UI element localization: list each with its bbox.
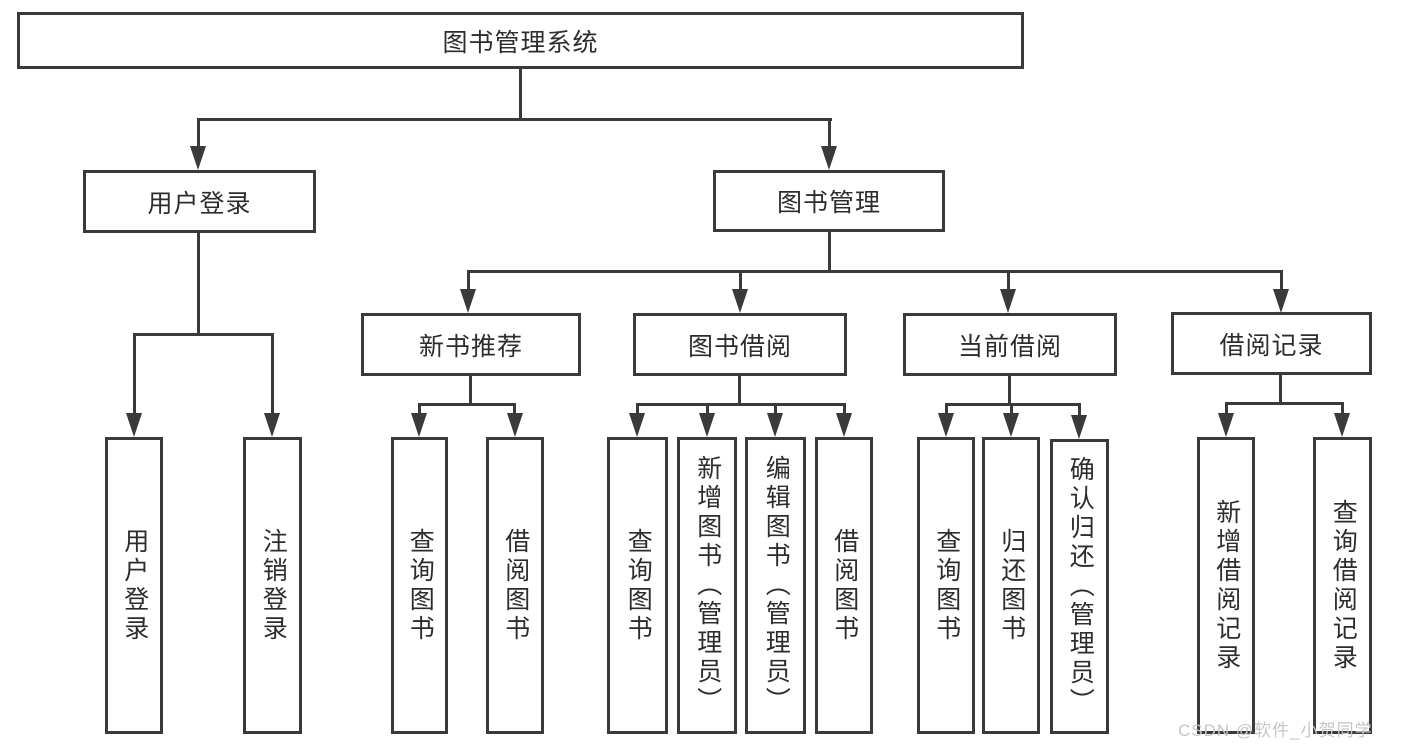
connector-line <box>1010 403 1013 415</box>
arrow-down-icon <box>507 413 523 437</box>
connector-line <box>1007 270 1010 292</box>
arrow-down-icon <box>1273 289 1289 313</box>
connector-line <box>1078 403 1081 415</box>
arrow-down-icon <box>767 413 783 437</box>
connector-line <box>133 333 136 415</box>
node-confirm-return-admin: 确认归还（管理员） <box>1050 439 1109 734</box>
node-label: 查询图书 <box>406 527 435 644</box>
watermark: CSDN @软件_小贺同学 <box>1178 721 1373 740</box>
arrow-down-icon <box>126 413 142 437</box>
connector-line <box>739 270 742 292</box>
arrow-down-icon <box>460 289 476 313</box>
node-query-books-1: 查询图书 <box>391 437 448 734</box>
connector-line <box>467 270 1283 273</box>
arrow-down-icon <box>1071 415 1087 439</box>
connector-line <box>945 403 948 415</box>
node-add-book-admin: 新增图书（管理员） <box>677 437 737 734</box>
node-label: 新书推荐 <box>418 332 523 361</box>
node-current-borrowing: 当前借阅 <box>903 313 1117 376</box>
node-library-management-system: 图书管理系统 <box>17 12 1024 69</box>
connector-line <box>197 118 832 121</box>
node-borrow-books-1: 借阅图书 <box>486 437 544 734</box>
node-label: 查询借阅记录 <box>1329 498 1358 673</box>
node-label: 图书借阅 <box>687 332 792 361</box>
node-label: 图书管理系统 <box>442 28 599 57</box>
connector-line <box>1008 376 1011 405</box>
arrow-down-icon <box>1334 413 1350 437</box>
arrow-down-icon <box>1000 289 1016 313</box>
connector-line <box>418 403 421 415</box>
connector-line <box>197 118 200 148</box>
connector-line <box>1341 402 1344 415</box>
arrow-down-icon <box>190 146 206 170</box>
connector-line <box>738 376 741 405</box>
connector-line <box>843 403 846 415</box>
connector-line <box>197 233 200 336</box>
node-label: 归还图书 <box>997 527 1026 644</box>
node-book-borrowing: 图书借阅 <box>633 313 847 376</box>
connector-line <box>467 270 470 292</box>
connector-line <box>133 333 273 336</box>
node-label: 图书管理 <box>776 189 881 217</box>
arrow-down-icon <box>821 146 837 170</box>
node-label: 编辑图书（管理员） <box>762 455 791 716</box>
node-label: 借阅记录 <box>1219 331 1324 360</box>
connector-line <box>636 403 844 406</box>
connector-line <box>636 403 639 415</box>
arrow-down-icon <box>264 413 280 437</box>
node-label: 查询图书 <box>932 527 961 644</box>
connector-line <box>774 403 777 415</box>
node-user-login-branch: 用户登录 <box>83 170 316 233</box>
node-label: 新增图书（管理员） <box>693 455 722 716</box>
connector-line <box>706 403 709 415</box>
node-label: 用户登录 <box>120 527 149 644</box>
connector-line <box>469 376 472 405</box>
node-user-login: 用户登录 <box>105 437 163 734</box>
node-new-book-recommendation: 新书推荐 <box>361 313 581 376</box>
node-label: 查询图书 <box>624 527 653 644</box>
connector-line <box>513 403 516 415</box>
node-logout: 注销登录 <box>243 437 302 734</box>
node-label: 用户登录 <box>147 189 252 218</box>
arrow-down-icon <box>411 413 427 437</box>
node-label: 借阅图书 <box>830 527 859 644</box>
arrow-down-icon <box>732 289 748 313</box>
node-edit-book-admin: 编辑图书（管理员） <box>745 437 806 734</box>
node-query-books-2: 查询图书 <box>607 437 668 734</box>
node-borrow-books-2: 借阅图书 <box>815 437 873 734</box>
node-return-book: 归还图书 <box>982 437 1040 734</box>
node-borrowing-records: 借阅记录 <box>1171 312 1372 375</box>
node-add-borrow-record: 新增借阅记录 <box>1197 437 1255 734</box>
node-label: 注销登录 <box>259 527 288 644</box>
connector-line <box>1279 375 1282 405</box>
node-book-management: 图书管理 <box>713 170 945 232</box>
connector-line <box>519 69 522 120</box>
node-label: 新增借阅记录 <box>1212 498 1241 673</box>
node-query-borrow-record: 查询借阅记录 <box>1313 437 1372 734</box>
connector-line <box>1225 402 1343 405</box>
node-label: 确认归还（管理员） <box>1066 456 1095 717</box>
arrow-down-icon <box>836 413 852 437</box>
arrow-down-icon <box>699 413 715 437</box>
connector-line <box>418 403 516 406</box>
arrow-down-icon <box>629 413 645 437</box>
node-label: 借阅图书 <box>501 527 530 644</box>
node-label: 当前借阅 <box>957 332 1062 361</box>
arrow-down-icon <box>1003 413 1019 437</box>
connector-line <box>828 232 831 273</box>
arrow-down-icon <box>1218 413 1234 437</box>
node-query-books-3: 查询图书 <box>917 437 975 734</box>
connector-line <box>1280 270 1283 292</box>
arrow-down-icon <box>938 413 954 437</box>
connector-line <box>828 118 831 148</box>
connector-line <box>271 333 274 415</box>
connector-line <box>1225 402 1228 415</box>
